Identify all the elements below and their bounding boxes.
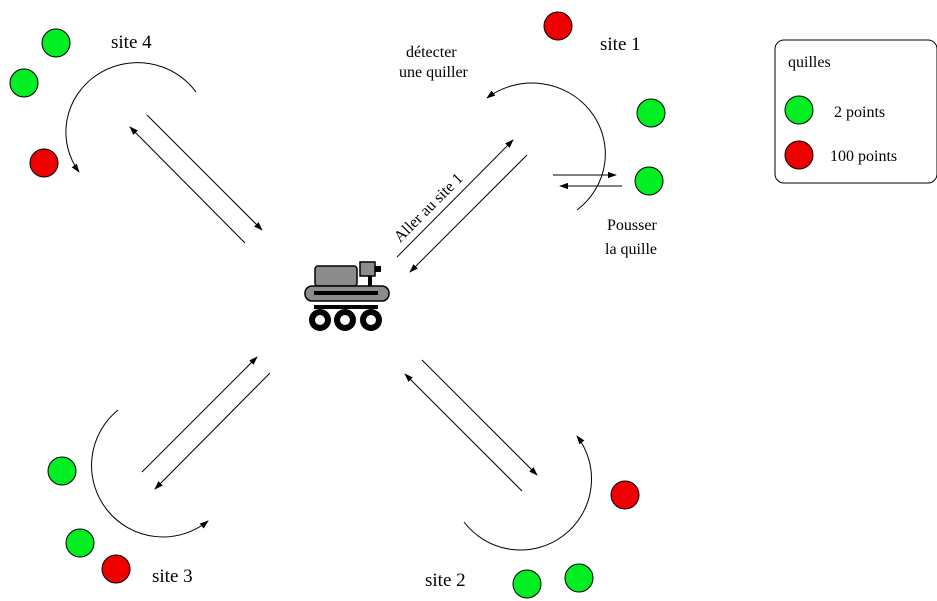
skittles-site4 (9, 28, 71, 178)
site2-label: site 2 (425, 570, 466, 591)
legend-green-label: 2 points (834, 104, 885, 121)
skittle-red (101, 554, 131, 584)
rover-robot-icon (304, 261, 390, 331)
legend-title: quilles (788, 54, 831, 71)
arrow-from-site4 (146, 114, 263, 231)
legend-red-label: 100 points (830, 148, 897, 165)
search-arc-site4 (65, 62, 197, 173)
legend-green-swatch (784, 95, 814, 125)
arrow-from-site2 (404, 373, 523, 492)
skittle-red (610, 480, 640, 510)
skittle-green (41, 28, 71, 58)
skittles-site3 (47, 456, 131, 584)
arrow-to-site3 (154, 372, 271, 490)
arrow-to-site4 (129, 126, 246, 244)
path-site4 (129, 114, 263, 244)
arrow-to-site1 (396, 139, 514, 258)
skittle-green (9, 68, 39, 98)
skittle-green (512, 569, 542, 599)
legend: quilles 2 points 100 points (774, 39, 937, 184)
path-site2 (404, 359, 538, 492)
site4-label: site 4 (111, 32, 152, 53)
site3-label: site 3 (152, 566, 193, 587)
arrow-from-site1 (409, 154, 528, 273)
skittles-site2 (512, 480, 640, 599)
site1-label: site 1 (600, 34, 641, 55)
skittle-green (634, 166, 664, 196)
push-arrows-site1 (553, 171, 622, 190)
goto-site1-label: Aller au site 1 (391, 170, 467, 246)
skittle-green (47, 456, 77, 486)
skittles-site1 (543, 11, 666, 196)
push-label-line2: la quille (605, 241, 657, 258)
path-site3 (141, 356, 271, 490)
legend-box (774, 39, 937, 184)
arrow-to-site2 (421, 359, 538, 476)
search-arc-site3 (91, 409, 209, 538)
detect-label-line2: une quiller (399, 64, 469, 81)
arrow-from-site3 (141, 356, 258, 473)
search-arc-site2 (463, 435, 592, 551)
skittle-red (29, 148, 59, 178)
skittle-green (636, 98, 666, 128)
path-site1 (396, 139, 528, 273)
skittle-green (65, 528, 95, 558)
detect-label-line1: détecter (406, 44, 457, 61)
legend-red-swatch (784, 140, 814, 170)
search-arc-site1 (486, 82, 606, 211)
push-label-line1: Pousser (607, 217, 657, 234)
skittle-red (543, 11, 573, 41)
skittle-green (564, 563, 594, 593)
